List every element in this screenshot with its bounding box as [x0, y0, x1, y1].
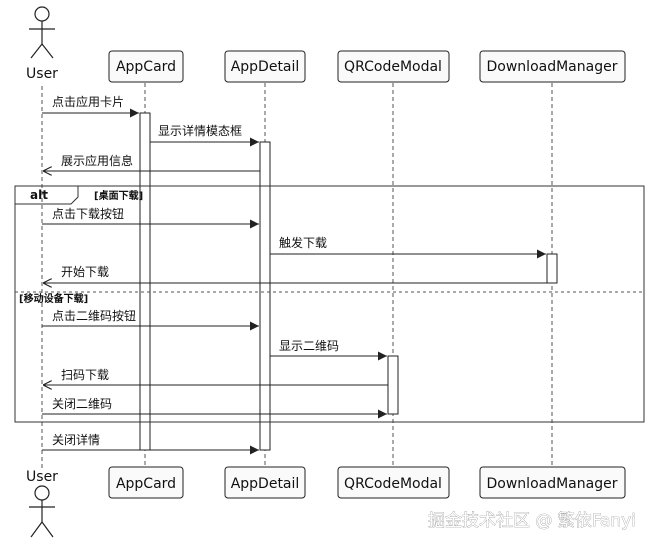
message-10: 关闭二维码	[42, 397, 387, 419]
participant-appcard-top: AppCard	[108, 50, 184, 83]
message-1: 点击应用卡片	[42, 94, 139, 118]
participant-qrcodemodal-top: QRCodeModal	[337, 50, 450, 83]
message-label: 触发下载	[279, 235, 327, 250]
participant-label: DownloadManager	[487, 476, 618, 492]
participant-label: AppCard	[116, 476, 176, 492]
participant-appdetail-top: AppDetail	[224, 50, 306, 83]
guard-mobile: [移动设备下载]	[19, 292, 88, 305]
participant-label: QRCodeModal	[344, 59, 442, 75]
message-6: 开始下载	[43, 265, 547, 283]
participant-appcard-bottom: AppCard	[108, 466, 184, 499]
participant-label: AppDetail	[231, 476, 300, 492]
message-label: 点击下载按钮	[52, 206, 124, 221]
participant-appdetail-bottom: AppDetail	[224, 466, 306, 499]
participant-label: QRCodeModal	[344, 476, 442, 492]
activation-appcard	[139, 112, 151, 451]
message-9: 扫码下载	[43, 368, 388, 385]
participant-downloadmanager-top: DownloadManager	[479, 50, 626, 83]
message-label: 显示二维码	[279, 339, 339, 353]
message-label: 开始下载	[61, 265, 109, 279]
alt-frame: alt [桌面下载] [移动设备下载]	[14, 185, 645, 423]
participant-label: User	[26, 66, 58, 82]
alt-keyword: alt	[30, 188, 48, 202]
participant-label: User	[26, 469, 58, 485]
message-label: 展示应用信息	[61, 153, 133, 168]
watermark: 掘金技术社区 @ 繁依Fanyi	[428, 511, 636, 531]
message-5: 触发下载	[270, 235, 546, 259]
actor-user-bottom: User	[26, 469, 58, 538]
participant-label: DownloadManager	[487, 59, 618, 75]
actor-user-top: User	[26, 6, 58, 82]
message-3: 展示应用信息	[43, 153, 260, 171]
message-label: 关闭二维码	[52, 397, 112, 411]
message-label: 点击二维码按钮	[52, 308, 136, 323]
message-4: 点击下载按钮	[42, 206, 259, 229]
activation-qrcodemodal	[387, 355, 399, 415]
message-label: 点击应用卡片	[52, 94, 124, 109]
message-label: 显示详情模态框	[158, 123, 242, 138]
participant-qrcodemodal-bottom: QRCodeModal	[337, 466, 450, 499]
activation-downloadmanager	[546, 253, 558, 284]
activation-appdetail	[259, 141, 271, 451]
guard-desktop: [桌面下载]	[94, 189, 143, 202]
message-label: 扫码下载	[61, 368, 109, 382]
participant-label: AppDetail	[231, 59, 300, 75]
participant-downloadmanager-bottom: DownloadManager	[479, 466, 626, 499]
message-7: 点击二维码按钮	[42, 308, 259, 331]
message-label: 关闭详情	[52, 432, 100, 447]
message-11: 关闭详情	[42, 432, 259, 455]
participant-label: AppCard	[116, 59, 176, 75]
message-2: 显示详情模态框	[150, 123, 259, 147]
message-8: 显示二维码	[270, 339, 387, 361]
